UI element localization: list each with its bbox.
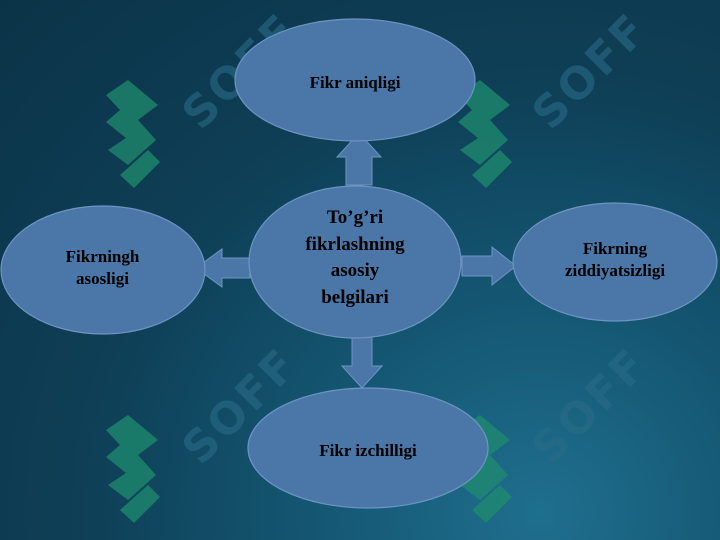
arrow-right [461, 245, 517, 287]
node-top-line-1: Fikr aniqligi [309, 73, 401, 92]
node-left-line-2: asosligi [76, 269, 129, 289]
node-top-label: Fikr aniqligi [255, 72, 455, 94]
arrow-up [335, 132, 383, 186]
node-bottom-line-1: Fikr izchilligi [319, 441, 417, 460]
node-right-label: Fikrning ziddiyatsizligi [535, 238, 695, 282]
node-center-line-3: asosiy [330, 260, 380, 282]
node-center-line-4: belgilari [321, 286, 389, 308]
node-bottom-label: Fikr izchilligi [268, 440, 468, 462]
node-left-line-1: Fikrningh [65, 247, 140, 266]
arrow-left [195, 248, 251, 288]
arrow-down [340, 335, 384, 389]
node-top [234, 18, 476, 142]
node-left [0, 205, 206, 335]
node-center-line-2: fikrlashning [305, 233, 405, 255]
node-center-label: To’g’ri fikrlashning asosiy belgilari [275, 205, 435, 311]
node-right [512, 202, 718, 322]
node-right-line-1: Fikrning [582, 239, 648, 258]
node-right-line-2: ziddiyatsizligi [564, 261, 666, 281]
node-left-label: Fikrningh asosligi [25, 246, 180, 290]
node-bottom [247, 387, 489, 509]
node-center-line-1: To’g’ri [326, 207, 384, 228]
node-center [248, 185, 462, 339]
